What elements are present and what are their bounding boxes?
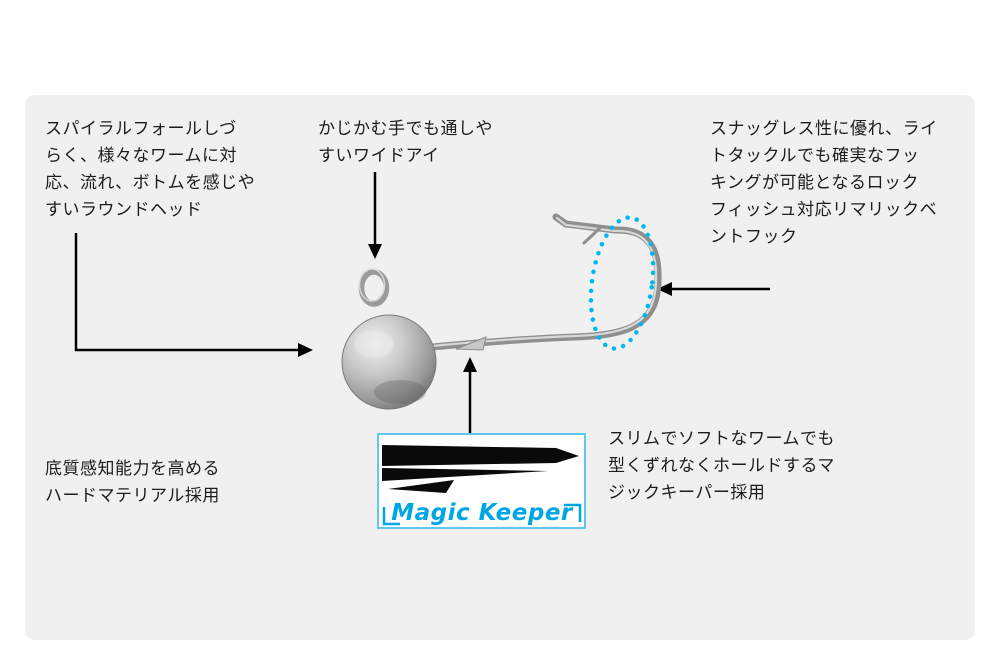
- callout-bent-hook-line: トタックルでも確実なフッ: [710, 146, 920, 166]
- callout-hard-material: 底質感知能力を高める ハードマテリアル採用: [45, 456, 220, 510]
- callout-magic-keeper-line: 型くずれなくホールドするマ: [608, 456, 835, 476]
- callout-round-head: スパイラルフォールしづ らく、様々なワームに対 応、流れ、ボトムを感じや すいラ…: [45, 116, 255, 224]
- callout-bent-hook-line: スナッグレス性に優れ、ライ: [710, 119, 938, 139]
- callout-bent-hook: スナッグレス性に優れ、ライ トタックルでも確実なフッ キングが可能となるロック …: [710, 116, 938, 251]
- magic-keeper-label: Magic Keeper: [391, 500, 573, 526]
- callout-bent-hook-line: ントフック: [710, 227, 798, 247]
- callout-magic-keeper-line: スリムでソフトなワームでも: [608, 429, 835, 449]
- callout-magic-keeper-line: ジックキーパー採用: [608, 483, 766, 503]
- callout-wide-eye-line: すいワイドアイ: [318, 146, 440, 166]
- callout-hard-material-line: 底質感知能力を高める: [45, 459, 220, 479]
- callout-round-head-line: すいラウンドヘッド: [45, 200, 203, 220]
- callout-hard-material-line: ハードマテリアル採用: [45, 486, 220, 506]
- callout-bent-hook-line: キングが可能となるロック: [710, 173, 919, 193]
- callout-wide-eye-line: かじかむ手でも通しや: [318, 119, 493, 139]
- callout-magic-keeper: スリムでソフトなワームでも 型くずれなくホールドするマ ジックキーパー採用: [608, 426, 835, 507]
- callout-wide-eye: かじかむ手でも通しや すいワイドアイ: [318, 116, 493, 170]
- callout-round-head-line: 応、流れ、ボトムを感じや: [45, 173, 256, 193]
- callout-bent-hook-line: フィッシュ対応リマリックベ: [710, 200, 938, 220]
- callout-round-head-line: らく、様々なワームに対: [45, 146, 237, 166]
- callout-round-head-line: スパイラルフォールしづ: [45, 119, 237, 139]
- diagram-panel: [25, 95, 975, 640]
